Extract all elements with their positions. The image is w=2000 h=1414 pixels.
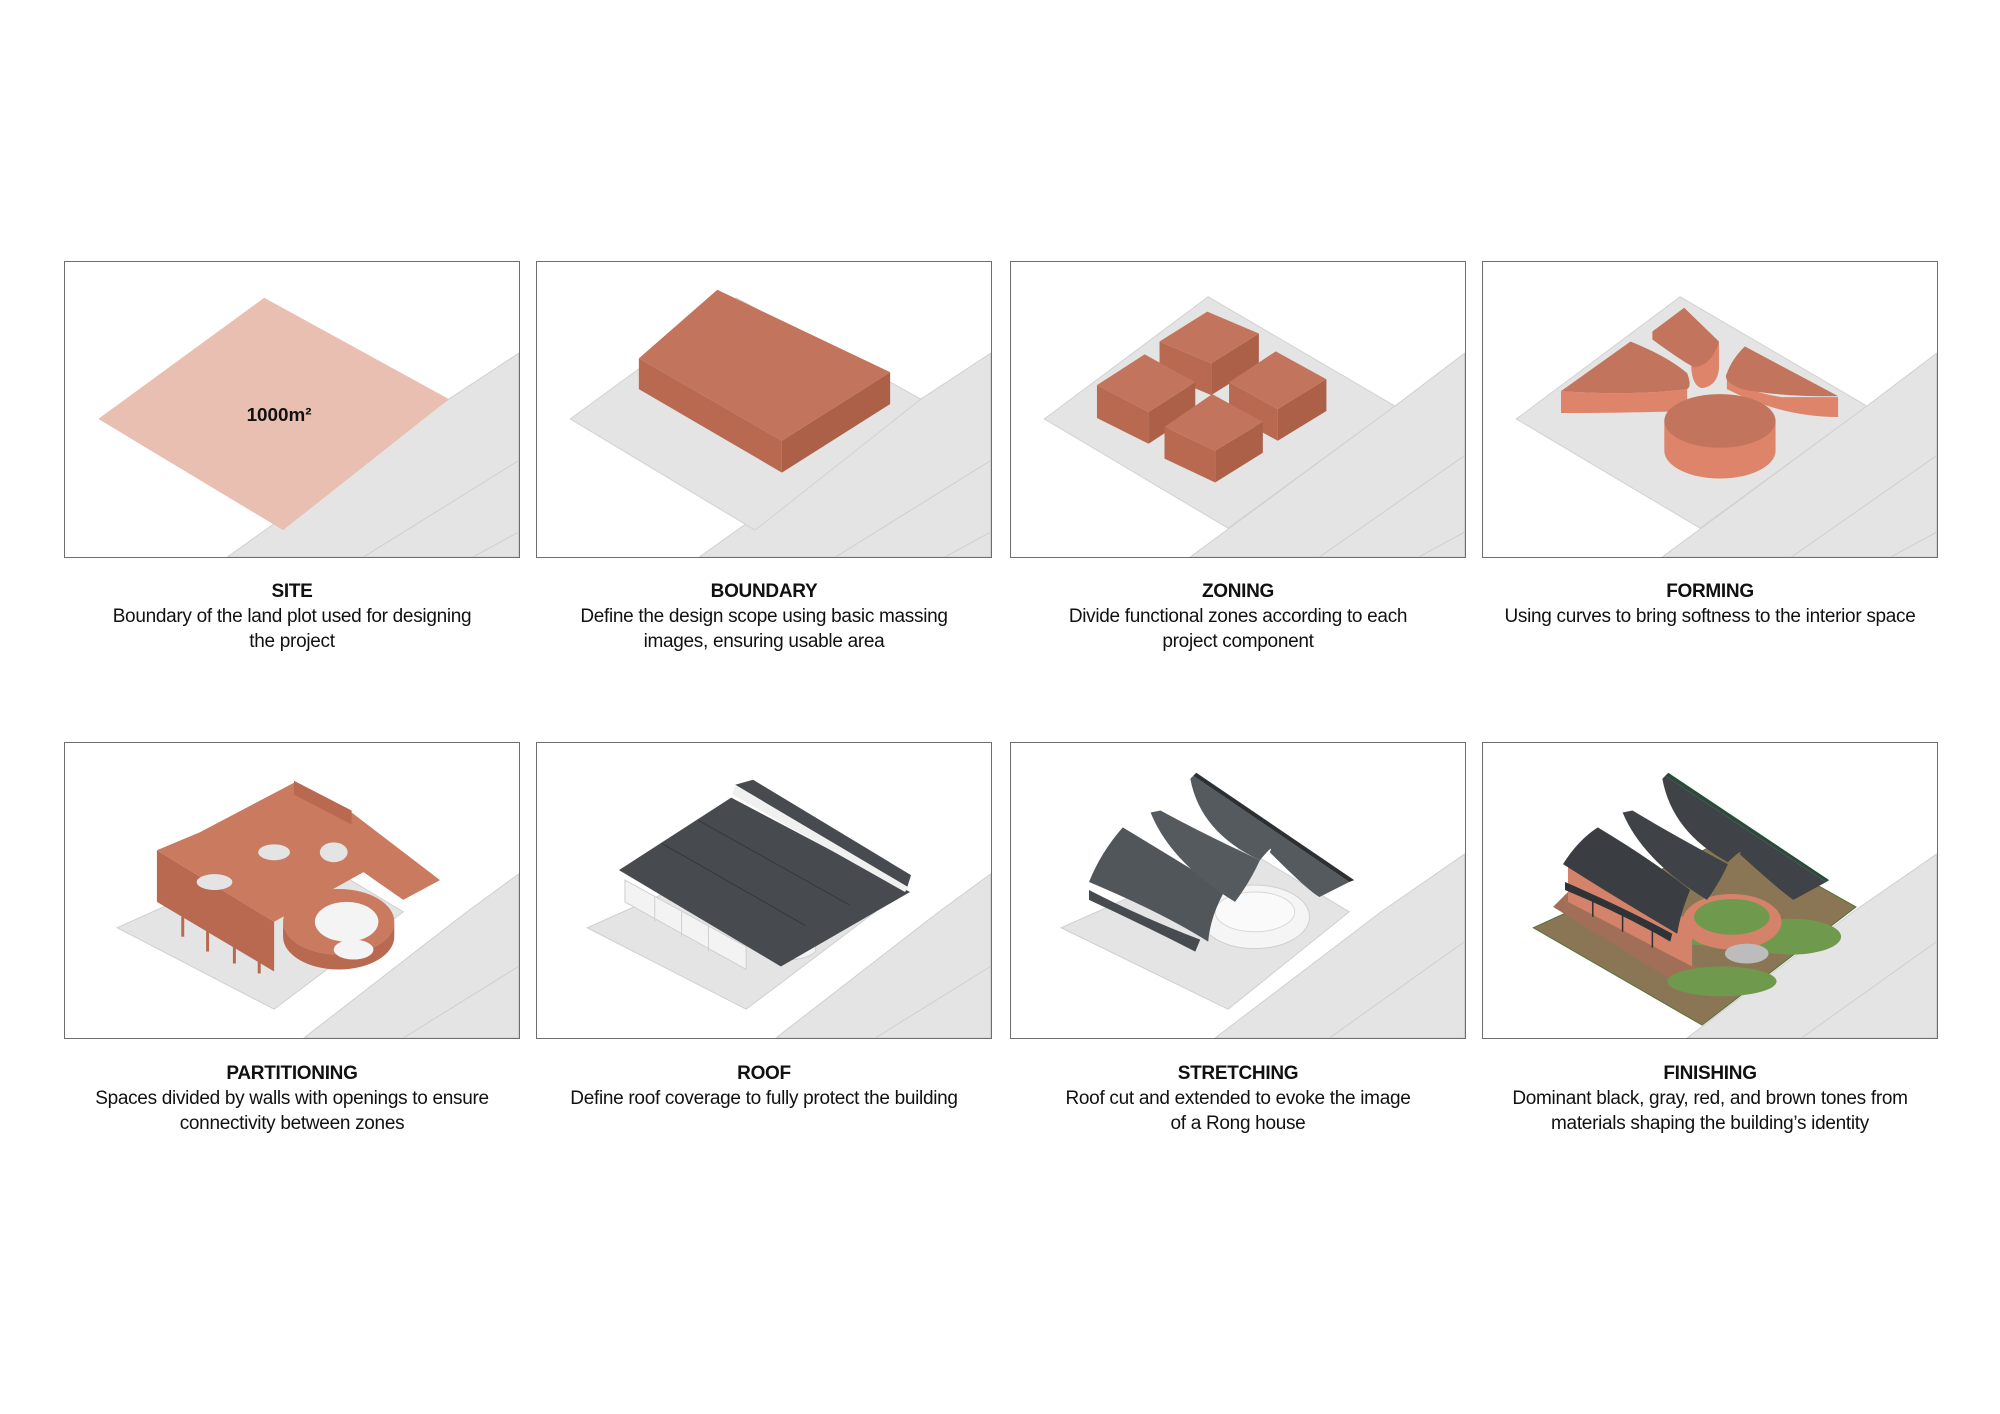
step-title: SITE: [271, 581, 313, 602]
forming-curves-illustration: [1515, 296, 1937, 557]
step-description: Using curves to bring softness to the in…: [1504, 606, 1916, 627]
step-description: Dominant black, gray, red, and brown ton…: [1512, 1088, 1908, 1109]
step-description: Boundary of the land plot used for desig…: [112, 606, 472, 627]
boundary-mass-illustration: [569, 289, 991, 557]
caption-stretching: STRETCHING Roof cut and extended to evok…: [1003, 1062, 1473, 1136]
step-description-cont: materials shaping the building’s identit…: [1551, 1113, 1869, 1134]
step-title: BOUNDARY: [710, 581, 818, 602]
step-title: FINISHING: [1663, 1063, 1757, 1084]
panel-zoning: [1010, 261, 1466, 558]
step-description-cont: project component: [1162, 631, 1314, 652]
step-title: FORMING: [1666, 581, 1754, 602]
caption-boundary: BOUNDARY Define the design scope using b…: [529, 580, 999, 654]
panel-partitioning: [64, 742, 520, 1039]
panel-stretching: [1010, 742, 1466, 1039]
caption-site: SITE Boundary of the land plot used for …: [57, 580, 527, 654]
panel-site: 1000m²: [64, 261, 520, 558]
step-description: Define the design scope using basic mass…: [580, 606, 948, 627]
caption-finishing: FINISHING Dominant black, gray, red, and…: [1475, 1062, 1945, 1136]
step-description: Divide functional zones according to eac…: [1068, 606, 1408, 627]
caption-forming: FORMING Using curves to bring softness t…: [1475, 580, 1945, 629]
step-description-cont: of a Rong house: [1170, 1113, 1306, 1134]
stretching-roof-illustration: [1060, 772, 1465, 1038]
panel-roof: [536, 742, 992, 1039]
caption-zoning: ZONING Divide functional zones according…: [1003, 580, 1473, 654]
step-title: ZONING: [1201, 581, 1275, 602]
zoning-blocks-illustration: [1043, 296, 1465, 557]
partitioning-walls-illustration: [116, 780, 519, 1038]
panel-forming: [1482, 261, 1938, 558]
panel-boundary: [536, 261, 992, 558]
step-description: Define roof coverage to fully protect th…: [570, 1088, 958, 1109]
step-title: ROOF: [737, 1063, 791, 1084]
site-area-label: 1000m²: [247, 404, 312, 425]
caption-partitioning: PARTITIONING Spaces divided by walls wit…: [57, 1062, 527, 1136]
panel-finishing: [1482, 742, 1938, 1039]
step-title: PARTITIONING: [226, 1063, 358, 1084]
site-plot-illustration: 1000m²: [98, 297, 519, 557]
step-description: Roof cut and extended to evoke the image: [1065, 1088, 1411, 1109]
finishing-rendered-illustration: [1532, 772, 1937, 1038]
step-description-cont: images, ensuring usable area: [643, 631, 885, 652]
caption-roof: ROOF Define roof coverage to fully prote…: [529, 1062, 999, 1111]
step-description-cont: the project: [249, 631, 335, 652]
step-title: STRETCHING: [1177, 1063, 1299, 1084]
roof-coverage-illustration: [586, 779, 991, 1038]
step-description-cont: connectivity between zones: [179, 1113, 405, 1134]
step-description: Spaces divided by walls with openings to…: [95, 1088, 489, 1109]
